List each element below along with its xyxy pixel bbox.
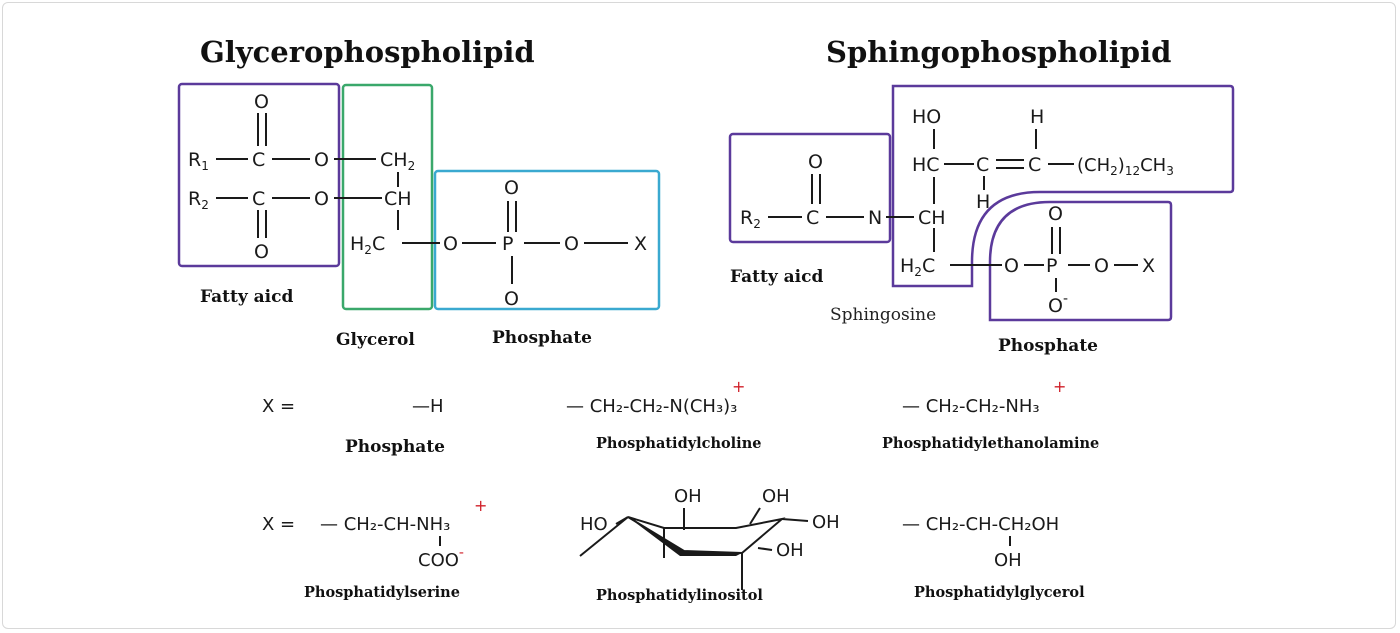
- fatty-acid-caption-right: Fatty aicd: [730, 267, 823, 287]
- inositol-up-bond-2: [749, 507, 761, 525]
- p-oxygen-right: O: [564, 233, 579, 255]
- phosphatidylinositol-label: Phosphatidylinositol: [596, 587, 763, 604]
- sphingo-structure: HO H HC C C (CH2)12CH3 H O R2 C N CH H2C…: [728, 84, 1235, 356]
- sphingo-link-oxygen: O: [1004, 255, 1019, 277]
- choline-charge: +: [732, 377, 745, 396]
- x-groups-row-1: X = —H Phosphate + — CH₂-CH₂-N(CH₃)₃ Pho…: [262, 377, 1099, 457]
- hydrogen-under: H: [976, 191, 990, 213]
- serine-formula: — CH₂-CH-NH₃: [320, 514, 450, 535]
- phosphate-label-x: Phosphate: [345, 437, 445, 457]
- hc-carbon: HC: [912, 154, 940, 176]
- phosphate-box: [433, 169, 661, 311]
- hydrogen-top: H: [1030, 106, 1044, 128]
- p-oxygen-top: O: [504, 177, 519, 199]
- sphingosine-caption: Sphingosine: [830, 305, 936, 325]
- sphingo-r2: R2: [740, 207, 761, 231]
- inositol-oh-3: OH: [812, 512, 840, 533]
- x-equals-1: X =: [262, 396, 295, 417]
- serine-carboxylate: COO-: [418, 545, 464, 571]
- sphingo-phosphate-box: [988, 200, 1173, 322]
- fatty-acid-caption-left: Fatty aicd: [200, 287, 293, 307]
- sphingo-phosphorus: P: [1046, 255, 1057, 277]
- phosphatidylserine-label: Phosphatidylserine: [304, 584, 460, 601]
- r1-label: R1: [188, 149, 209, 173]
- inositol-ring: OH OH HO OH OH: [579, 486, 840, 590]
- hydroxyl-ho: HO: [912, 106, 941, 128]
- sphingo-fatty-acid-box: [728, 132, 892, 244]
- ethanolamine-formula: — CH₂-CH₂-NH₃: [902, 396, 1040, 417]
- x-equals-2: X =: [262, 514, 295, 535]
- ester-oxygen-1: O: [314, 149, 329, 171]
- sphingo-p-oxygen-right: O: [1094, 255, 1109, 277]
- phosphatidylethanolamine-label: Phosphatidylethanolamine: [882, 435, 1099, 452]
- glycerophospholipid-title: Glycerophospholipid: [200, 35, 535, 69]
- amide-nitrogen: N: [868, 207, 882, 229]
- inositol-methyl-bond: [579, 516, 629, 557]
- carbonyl-oxygen-top: O: [254, 91, 269, 113]
- inositol-right-bond: [781, 518, 809, 522]
- inositol-lower-bond: [757, 547, 773, 551]
- sphingo-h2c: H2C: [900, 255, 935, 279]
- alkene-carbon-2: C: [1028, 154, 1041, 176]
- glycerol-x-formula: — CH₂-CH-CH₂OH: [902, 514, 1059, 535]
- link-oxygen: O: [443, 233, 458, 255]
- phosphatidylglycerol-label: Phosphatidylglycerol: [914, 584, 1085, 601]
- carbon-2: C: [252, 188, 265, 210]
- inositol-ho: HO: [580, 514, 608, 535]
- sphingo-o-minus: O-: [1048, 291, 1068, 317]
- serine-charge: +: [474, 496, 487, 515]
- ester-oxygen-2: O: [314, 188, 329, 210]
- sphingosine-box: [891, 84, 1235, 288]
- inositol-oh-1: OH: [674, 486, 702, 507]
- glycero-structure: O R1 C O CH2 R2 C O CH O H2C O O P O: [177, 82, 661, 350]
- carbonyl-oxygen-bottom: O: [254, 241, 269, 263]
- alkyl-chain: (CH2)12CH3: [1077, 155, 1174, 178]
- glycerol-x-oh: OH: [994, 550, 1022, 571]
- x-substituent: X: [634, 233, 647, 255]
- inositol-oh-4: OH: [776, 540, 804, 561]
- choline-formula: — CH₂-CH₂-N(CH₃)₃: [566, 396, 737, 417]
- alkene-carbon-1: C: [976, 154, 989, 176]
- hydrogen-formula: —H: [412, 396, 444, 417]
- phosphatidylcholine-label: Phosphatidylcholine: [596, 435, 761, 452]
- glycerol-caption: Glycerol: [336, 330, 415, 350]
- sphingophospholipid-title: Sphingophospholipid: [826, 35, 1171, 69]
- x-groups-row-2: X = + — CH₂-CH-NH₃ COO- Phosphatidylseri…: [262, 486, 1085, 604]
- amide-carbonyl-oxygen: O: [808, 151, 823, 173]
- ethanolamine-charge: +: [1053, 377, 1066, 396]
- p-oxygen-bottom: O: [504, 288, 519, 310]
- fatty-acid-box: [177, 82, 341, 268]
- sphingo-x-substituent: X: [1142, 255, 1155, 277]
- r2-label: R2: [188, 188, 209, 212]
- ch2-top: CH2: [380, 149, 415, 173]
- carbon-1: C: [252, 149, 265, 171]
- amide-carbon: C: [806, 207, 819, 229]
- sphingo-p-oxygen-top: O: [1048, 203, 1063, 225]
- ch-middle: CH: [384, 188, 412, 210]
- phosphorus: P: [502, 233, 513, 255]
- phosphate-caption-left: Phosphate: [492, 328, 592, 348]
- h2c: H2C: [350, 233, 385, 257]
- sphingo-ch: CH: [918, 207, 946, 229]
- phosphate-caption-right: Phosphate: [998, 336, 1098, 356]
- inositol-oh-2: OH: [762, 486, 790, 507]
